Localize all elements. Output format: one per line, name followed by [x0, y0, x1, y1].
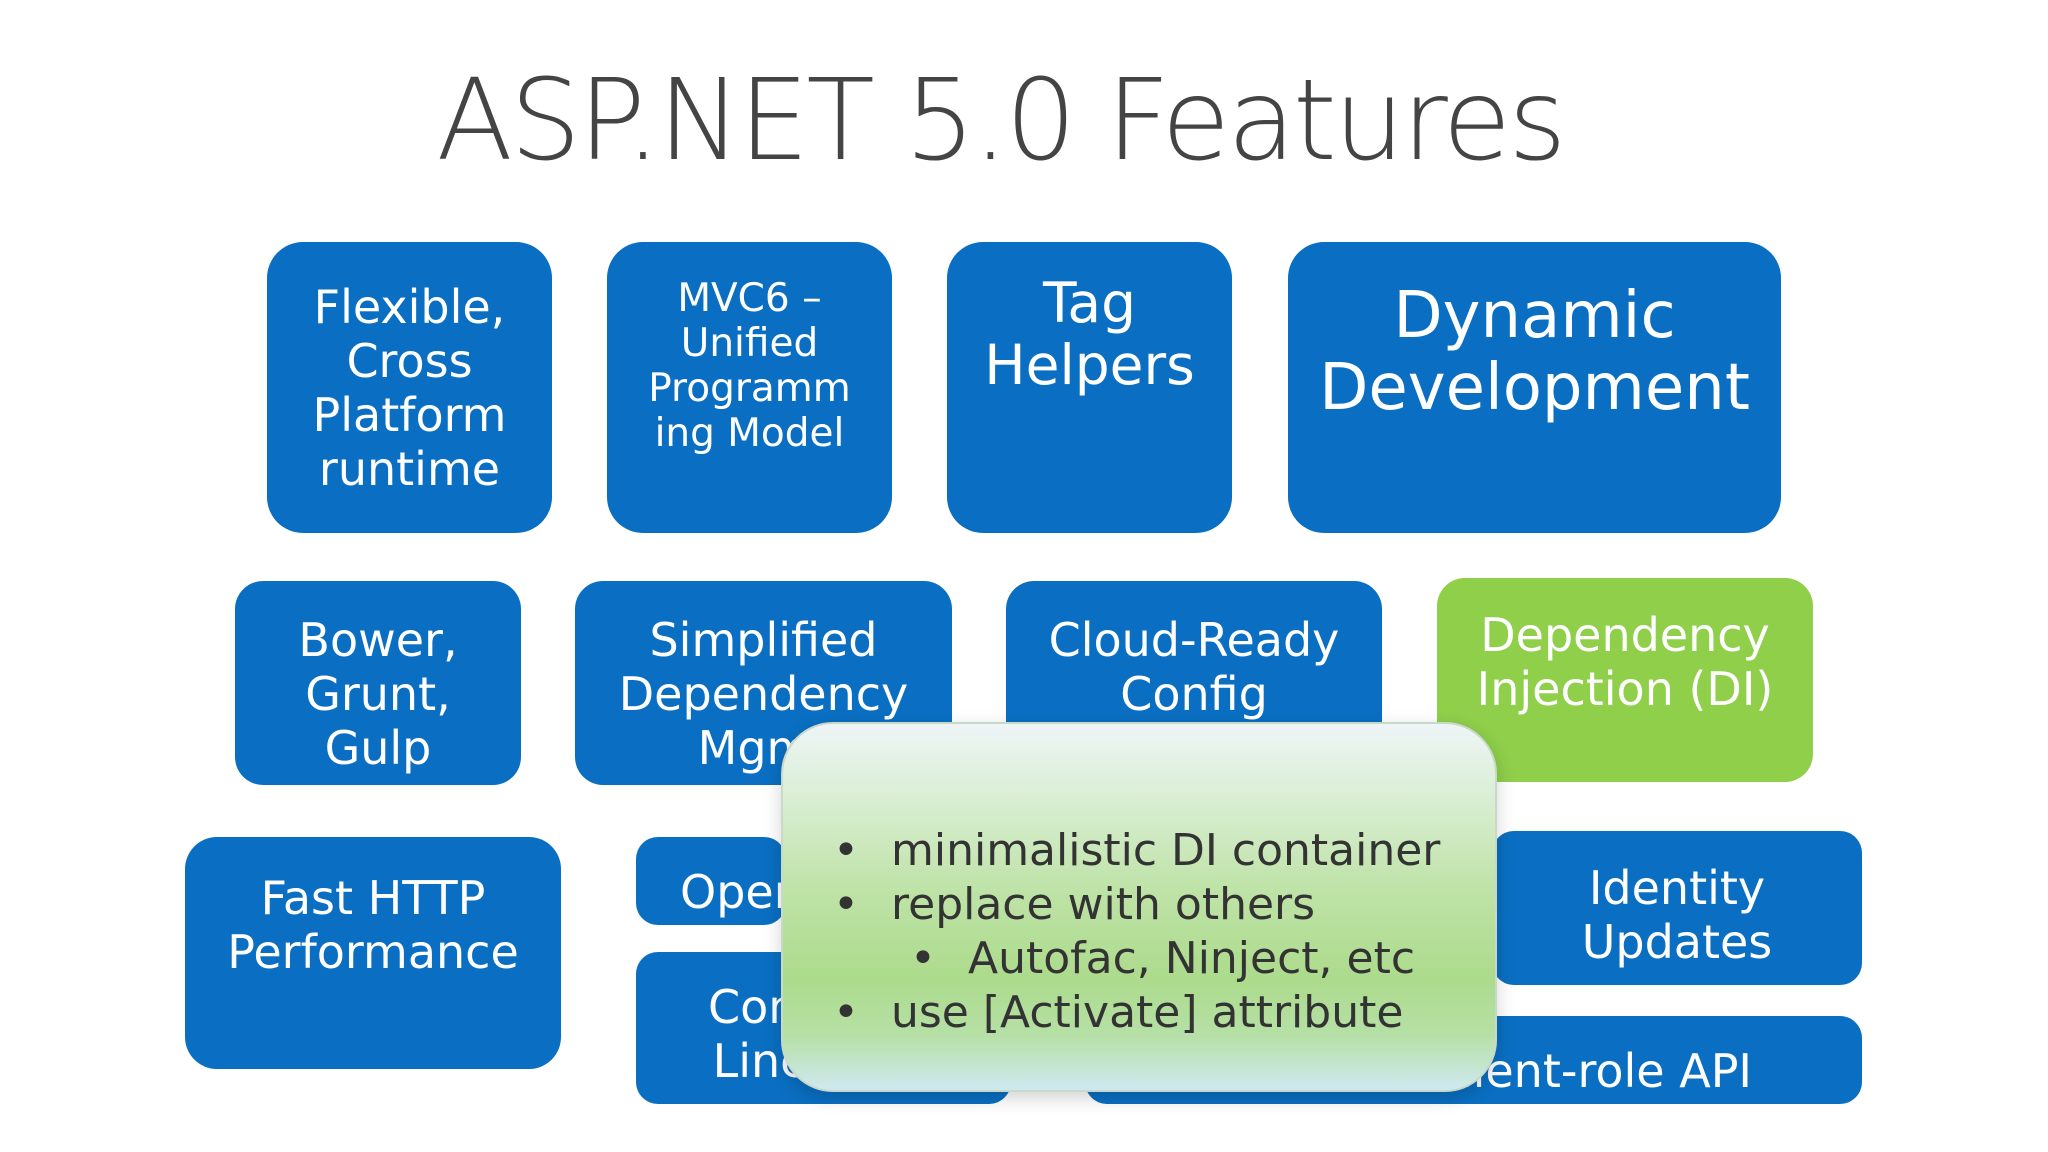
tile-identity-updates: Identity Updates: [1492, 831, 1862, 985]
tile-open: Open: [636, 837, 786, 925]
tile-identity-label: Identity Updates: [1581, 861, 1773, 969]
callout-bullet: replace with others: [833, 878, 1465, 932]
tile-flexible-cross-platform: Flexible, Cross Platform runtime: [267, 242, 552, 533]
tile-fast-http-label: Fast HTTP Performance: [227, 871, 519, 979]
tile-di-label: Dependency Injection (DI): [1476, 608, 1774, 716]
tile-dependency-injection: Dependency Injection (DI): [1437, 578, 1813, 782]
tile-mvc6: MVC6 – Unified Programm ing Model: [607, 242, 892, 533]
callout-sub-bullet: Autofac, Ninject, etc: [910, 932, 1465, 986]
tile-tag-helpers: Tag Helpers: [947, 242, 1232, 533]
tile-dynamic-development-label: Dynamic Development: [1319, 279, 1750, 425]
tile-bower-grunt-gulp: Bower, Grunt, Gulp: [235, 581, 521, 785]
callout-bullet: minimalistic DI container: [833, 824, 1465, 878]
tile-bower-label: Bower, Grunt, Gulp: [298, 613, 458, 775]
slide-title: ASP.NET 5.0 Features: [436, 56, 1566, 186]
tile-mvc6-label: MVC6 – Unified Programm ing Model: [648, 276, 851, 456]
tile-fast-http: Fast HTTP Performance: [185, 837, 561, 1069]
tile-dynamic-development: Dynamic Development: [1288, 242, 1781, 533]
di-callout: minimalistic DI container replace with o…: [781, 722, 1497, 1092]
callout-bullet: use [Activate] attribute: [833, 986, 1465, 1040]
tile-tag-helpers-label: Tag Helpers: [984, 271, 1195, 397]
tile-cloud-label: Cloud-Ready Config: [1048, 613, 1340, 721]
tile-open-label: Open: [680, 865, 786, 919]
tile-flexible-label: Flexible, Cross Platform runtime: [312, 280, 507, 496]
